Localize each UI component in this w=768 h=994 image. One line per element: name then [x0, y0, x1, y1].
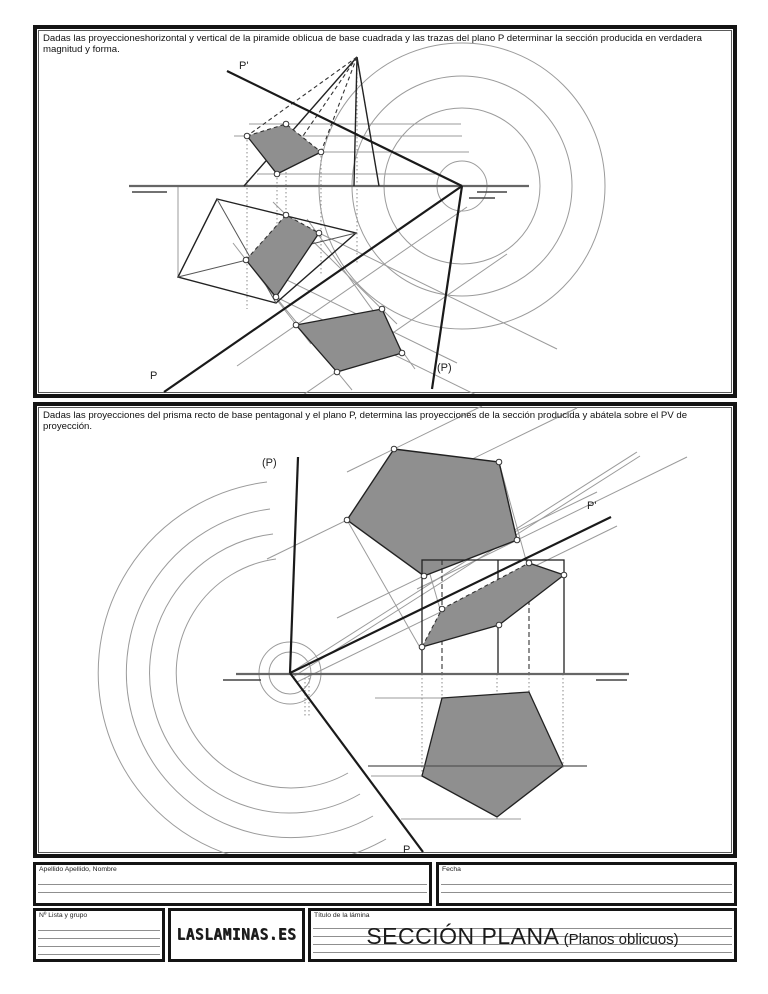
trace-p: [163, 185, 463, 393]
ruled-lines: [313, 921, 732, 956]
rotation-arcs: [97, 481, 387, 854]
prism-section-drawing: (P) P' P: [97, 406, 688, 854]
plane-traces: [163, 70, 464, 393]
section-horizontal-projection: [245, 214, 320, 299]
sheet-title-sub: (Planos oblicuos): [559, 931, 679, 948]
label-p-rotated: (P): [437, 362, 452, 374]
plane-traces: [288, 456, 612, 853]
vertex-markers: [242, 120, 406, 376]
pyramid-section-drawing: P' P (P): [129, 42, 606, 394]
section-true-shape: [294, 308, 403, 373]
label-p-prime: P': [239, 60, 248, 72]
laslaminas-logo-box: LASLAMINAS.ES: [168, 908, 305, 962]
list-number-label: Nº Lista y grupo: [39, 912, 88, 919]
laslaminas-logo: LASLAMINAS.ES: [176, 926, 297, 944]
ruled-lines: [38, 923, 160, 956]
ground-line-ticks: [132, 191, 507, 199]
trace-p-rotated: [288, 456, 300, 674]
sheet-title-label: Título de la lámina: [314, 912, 370, 919]
label-p-rotated: (P): [262, 457, 277, 469]
ruled-lines: [38, 877, 427, 900]
label-p-prime: P': [587, 500, 596, 512]
trace-p-rotated: [430, 185, 464, 390]
exercise-1-instructions: Dadas las proyeccioneshorizontal y verti…: [43, 33, 702, 56]
exercise-2-instructions: Dadas las proyecciones del prisma recto …: [43, 410, 688, 433]
label-p: P: [150, 370, 157, 382]
exercise-panel-prism: Dadas las proyecciones del prisma recto …: [33, 402, 737, 858]
trace-p-prime: [226, 70, 463, 187]
ruled-lines: [441, 877, 732, 900]
student-name-label: Apellido Apellido, Nombre: [39, 866, 117, 873]
trace-p: [289, 672, 424, 853]
vertex-markers: [343, 445, 568, 651]
sheet-title-field: Título de la lámina SECCIÓN PLANA (Plano…: [308, 908, 737, 962]
date-field: Fecha: [436, 862, 737, 906]
section-true-shape-pentagon: [346, 448, 518, 577]
date-label: Fecha: [442, 866, 461, 873]
pyramid-vertical-projection: [243, 56, 380, 187]
trace-p-prime: [289, 516, 612, 674]
list-number-field: Nº Lista y grupo: [33, 908, 165, 962]
prism-horizontal-projection: [368, 691, 587, 818]
student-name-field: Apellido Apellido, Nombre: [33, 862, 432, 906]
exercise-panel-pyramid: Dadas las proyeccioneshorizontal y verti…: [33, 25, 737, 398]
sheet-title-main: SECCIÓN PLANA: [366, 923, 560, 949]
label-p: P: [403, 844, 410, 854]
section-vertical-projection: [246, 123, 322, 175]
sheet-title: SECCIÓN PLANA (Planos oblicuos): [311, 923, 734, 950]
